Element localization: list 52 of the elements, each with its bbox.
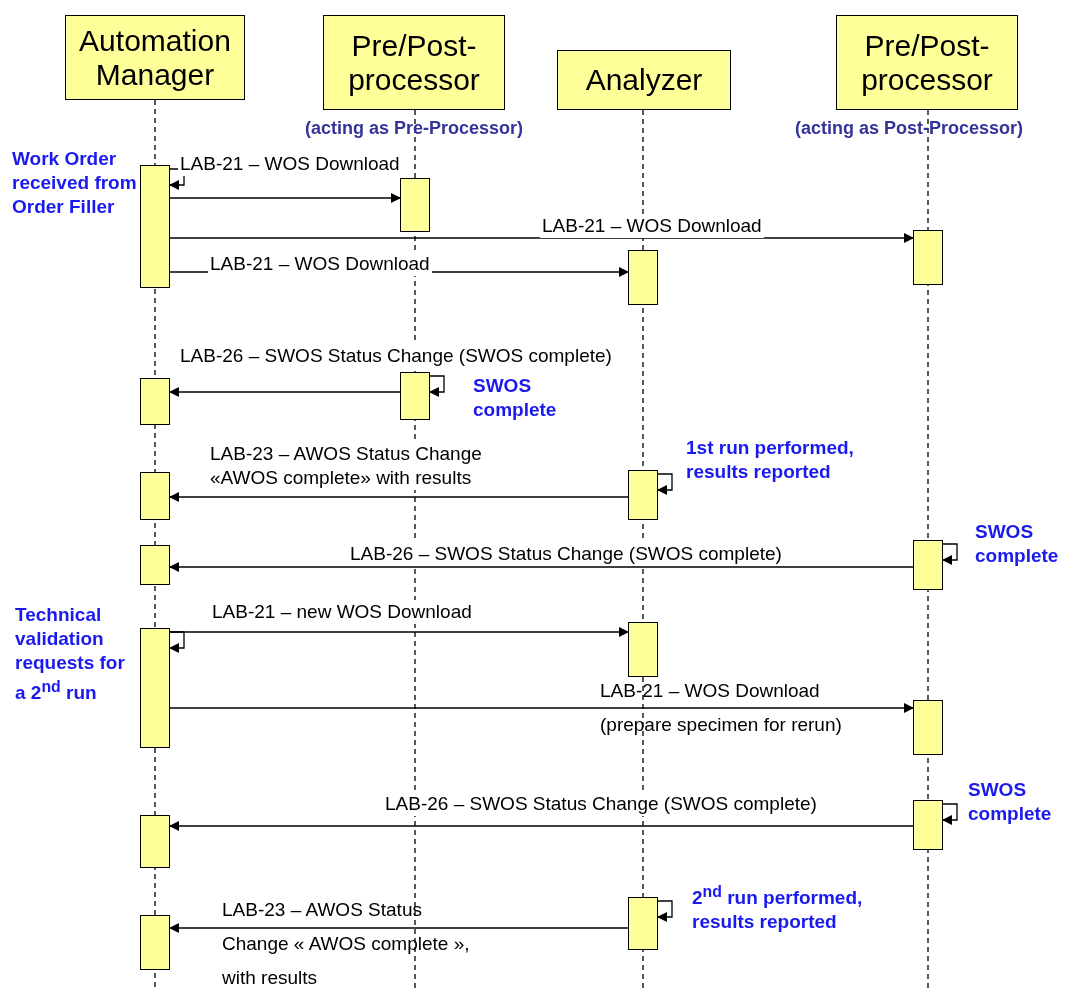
note-text: 1st run performed, results reported: [686, 436, 855, 484]
message-arrow: [169, 923, 629, 933]
edge-label: LAB-21 – WOS Download (prepare specimen for rerun): [599, 679, 843, 737]
activation-bar: [913, 540, 943, 590]
edge-label: LAB-21 – new WOS Download: [210, 600, 474, 624]
message-arrow: [169, 193, 401, 203]
message-arrow: [169, 233, 914, 243]
activation-bar: [140, 378, 170, 425]
lifeline-head: Automation Manager: [65, 15, 245, 100]
self-message-arrow: [429, 375, 445, 397]
note-text: SWOS complete: [473, 374, 558, 422]
self-message-arrow: [942, 803, 958, 825]
activation-bar: [628, 897, 658, 950]
role-caption: (acting as Pre-Processor): [305, 118, 524, 139]
role-caption: (acting as Post-Processor): [795, 118, 1024, 139]
activation-bar: [140, 915, 170, 970]
self-message-arrow: [657, 900, 673, 922]
activation-bar: [140, 545, 170, 585]
lifeline-head: Pre/Post-processor: [836, 15, 1018, 110]
edge-label: LAB-26 – SWOS Status Change (SWOS complete): [348, 542, 784, 566]
note-text: 2$^{nd}$ run performed, results reported: [692, 882, 864, 935]
activation-bar: [400, 372, 430, 420]
edge-label: LAB-21 – WOS Download: [208, 252, 432, 276]
lifeline-head: Analyzer: [557, 50, 731, 110]
message-arrow: [169, 703, 914, 713]
activation-bar: [140, 628, 170, 748]
activation-bar: [913, 230, 943, 285]
note-text: Work Order received from Order Filler: [12, 147, 137, 219]
message-arrow: [169, 821, 914, 831]
self-message-arrow: [169, 631, 185, 653]
message-arrow: [169, 387, 401, 397]
activation-bar: [140, 815, 170, 868]
edge-label: LAB-23 – AWOS Status Change « AWOS complete », with results: [221, 898, 471, 990]
message-arrow: [169, 627, 629, 637]
self-message-arrow: [942, 543, 958, 565]
activation-bar: [628, 250, 658, 305]
activation-bar: [628, 622, 658, 677]
note-text: SWOS complete: [968, 778, 1053, 826]
activation-bar: [913, 800, 943, 850]
edge-label: LAB-26 – SWOS Status Change (SWOS complete): [178, 344, 614, 368]
message-arrow: [169, 562, 914, 572]
activation-bar: [628, 470, 658, 520]
lifeline-head: Pre/Post-processor: [323, 15, 505, 110]
self-message-arrow: [657, 473, 673, 495]
message-arrow: [169, 492, 629, 502]
activation-bar: [140, 472, 170, 520]
activation-bar: [400, 178, 430, 232]
activation-bar: [140, 165, 170, 288]
note-text: SWOS complete: [975, 520, 1060, 568]
edge-label: LAB-26 – SWOS Status Change (SWOS complete): [383, 792, 819, 816]
activation-bar: [913, 700, 943, 755]
note-text: Technical validation requests for a 2$^{nd}$ run: [15, 603, 126, 706]
